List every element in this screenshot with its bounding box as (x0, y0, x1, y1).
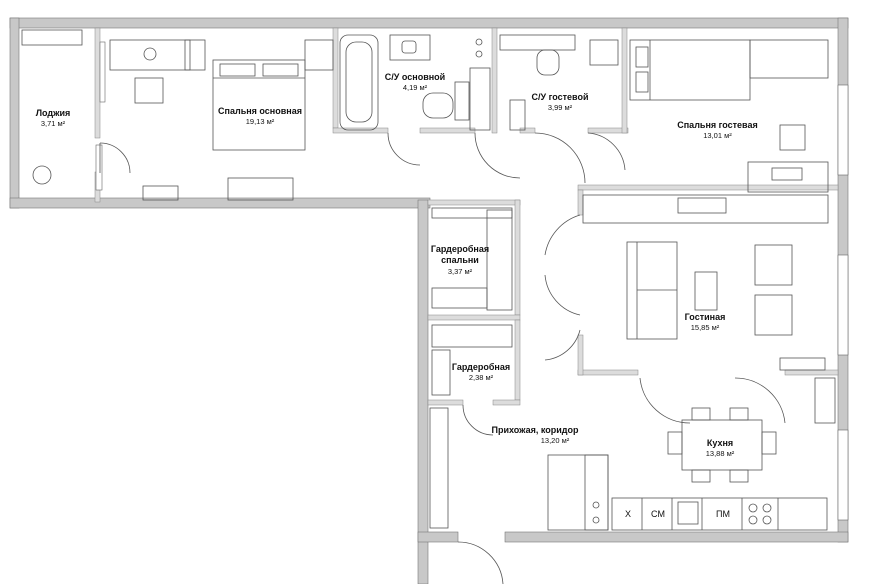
wardrobe-fittings (431, 324, 513, 436)
room-name: Гардеробная (451, 362, 511, 372)
hallway-furniture (429, 407, 609, 584)
room-name: Лоджия (35, 108, 71, 118)
master-bedroom-furniture (99, 39, 334, 201)
room-name: С/У основной (384, 72, 446, 82)
room-area: 13,20 м² (540, 436, 570, 446)
room-area: 3,99 м² (547, 103, 573, 113)
oven-label: ПМ (716, 509, 730, 519)
room-name: Спальня гостевая (677, 120, 758, 130)
room-label-main-bathroom: С/У основной 4,19 м² (375, 72, 455, 93)
guest-bathroom-fixtures (469, 34, 626, 184)
room-name: Кухня (706, 438, 734, 448)
room-label-bedroom-wardrobe: Гардеробная спальни 3,37 м² (420, 244, 500, 276)
fridge-label: Х (624, 509, 631, 519)
kitchen-furniture (611, 377, 836, 531)
room-label-wardrobe: Гардеробная 2,38 м² (446, 362, 516, 383)
guest-bedroom-furniture (629, 39, 829, 193)
living-room-furniture (544, 194, 829, 424)
room-area: 15,85 м² (690, 323, 720, 333)
room-label-living-room: Гостиная 15,85 м² (670, 312, 740, 333)
room-area: 3,37 м² (447, 266, 473, 276)
room-area: 13,88 м² (705, 449, 735, 459)
room-name: Спальня основная (218, 106, 302, 116)
room-area: 13,01 м² (703, 131, 732, 141)
room-name: Гостиная (684, 312, 726, 322)
room-area: 4,19 м² (402, 83, 428, 93)
room-label-loggia: Лоджия 3,71 м² (28, 108, 78, 129)
room-name: Прихожая, коридор (491, 425, 579, 435)
room-area: 3,71 м² (40, 119, 66, 129)
windows (95, 41, 849, 521)
room-name: Гардеробная спальни (430, 244, 490, 266)
main-bathroom-fixtures (339, 34, 483, 166)
room-area: 19,13 м² (245, 117, 275, 127)
loggia-furniture (21, 29, 83, 185)
interior-walls (94, 27, 839, 406)
room-label-guest-bathroom: С/У гостевой 3,99 м² (520, 92, 600, 113)
room-label-master-bedroom: Спальня основная 19,13 м² (200, 106, 320, 127)
room-label-guest-bedroom: Спальня гостевая 13,01 м² (660, 120, 775, 141)
room-label-hallway: Прихожая, коридор 13,20 м² (485, 425, 585, 446)
bedroom-wardrobe-fittings (431, 207, 513, 311)
room-name: С/У гостевой (531, 92, 589, 102)
dishwasher-label: СМ (651, 509, 665, 519)
room-label-kitchen: Кухня 13,88 м² (690, 438, 750, 459)
room-area: 2,38 м² (468, 373, 494, 383)
